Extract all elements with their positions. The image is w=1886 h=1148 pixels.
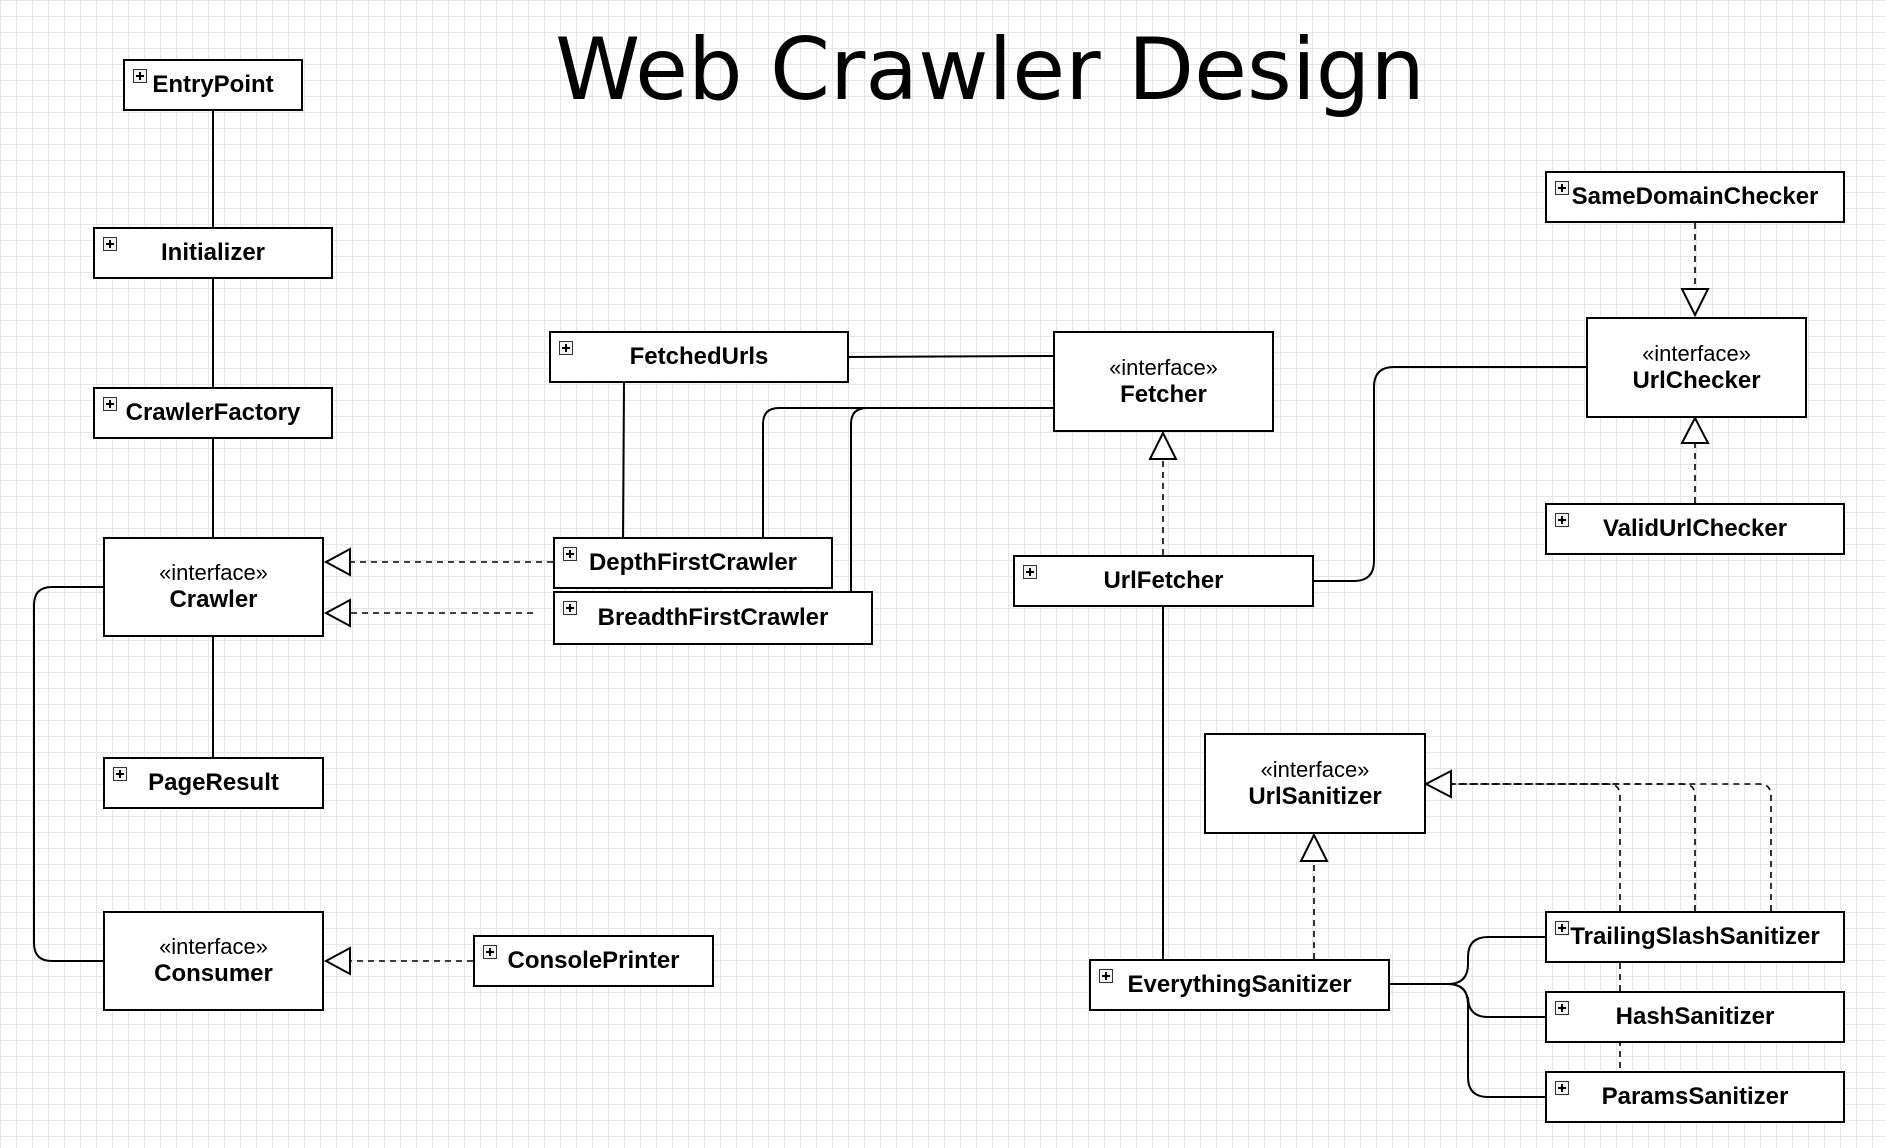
association-everything-params bbox=[1390, 983, 1545, 1098]
arrowhead-realization-urlchecker-top bbox=[1680, 288, 1710, 318]
class-entry-point[interactable]: EntryPoint bbox=[123, 59, 303, 111]
class-trailing-slash-sanitizer[interactable]: TrailingSlashSanitizer bbox=[1545, 911, 1845, 963]
class-name: PageResult bbox=[148, 769, 279, 796]
expand-icon[interactable] bbox=[103, 237, 117, 251]
class-name: ValidUrlChecker bbox=[1602, 515, 1788, 542]
interface-stereotype: «interface» bbox=[1260, 756, 1370, 782]
class-fetched-urls[interactable]: FetchedUrls bbox=[549, 331, 849, 383]
realization-hash-urlsanitizer bbox=[1451, 783, 1696, 911]
class-name: HashSanitizer bbox=[1615, 1003, 1775, 1030]
interface-name: UrlChecker bbox=[1632, 366, 1761, 394]
interface-name: Consumer bbox=[154, 960, 273, 987]
arrowhead-realization-urlchecker-bottom bbox=[1680, 415, 1710, 444]
interface-name: Fetcher bbox=[1120, 380, 1207, 408]
association-crawler-consumer bbox=[33, 586, 103, 962]
class-page-result[interactable]: PageResult bbox=[103, 757, 324, 809]
expand-icon[interactable] bbox=[563, 547, 577, 561]
class-name: SameDomainChecker bbox=[1571, 183, 1819, 210]
interface-url-checker[interactable]: «interface» UrlChecker bbox=[1586, 317, 1807, 418]
expand-icon[interactable] bbox=[1555, 921, 1569, 935]
expand-icon[interactable] bbox=[559, 341, 573, 355]
class-params-sanitizer[interactable]: ParamsSanitizer bbox=[1545, 1071, 1845, 1123]
interface-crawler[interactable]: «interface» Crawler bbox=[103, 537, 324, 637]
expand-icon[interactable] bbox=[113, 767, 127, 781]
class-hash-sanitizer[interactable]: HashSanitizer bbox=[1545, 991, 1845, 1043]
interface-name: UrlSanitizer bbox=[1248, 782, 1382, 810]
class-name: EverythingSanitizer bbox=[1127, 971, 1352, 998]
interface-url-sanitizer[interactable]: «interface» UrlSanitizer bbox=[1204, 733, 1426, 834]
class-name: ConsolePrinter bbox=[507, 947, 680, 974]
association-depthfirst-fetcher bbox=[762, 407, 1053, 537]
expand-icon[interactable] bbox=[1023, 565, 1037, 579]
class-name: TrailingSlashSanitizer bbox=[1570, 923, 1820, 950]
expand-icon[interactable] bbox=[1555, 1001, 1569, 1015]
interface-stereotype: «interface» bbox=[1109, 354, 1218, 380]
association-breadthfirst-fetcher bbox=[850, 407, 1053, 591]
arrowhead-realization-crawler-1 bbox=[323, 547, 351, 577]
class-breadth-first-crawler[interactable]: BreadthFirstCrawler bbox=[553, 591, 873, 645]
expand-icon[interactable] bbox=[1555, 1081, 1569, 1095]
class-name: FetchedUrls bbox=[629, 343, 769, 370]
class-name: ParamsSanitizer bbox=[1601, 1083, 1789, 1110]
class-name: BreadthFirstCrawler bbox=[597, 604, 829, 631]
arrowhead-realization-fetcher bbox=[1148, 430, 1178, 460]
class-same-domain-checker[interactable]: SameDomainChecker bbox=[1545, 171, 1845, 223]
interface-consumer[interactable]: «interface» Consumer bbox=[103, 911, 324, 1011]
class-initializer[interactable]: Initializer bbox=[93, 227, 333, 279]
class-crawler-factory[interactable]: CrawlerFactory bbox=[93, 387, 333, 439]
association-fetchedurls-depthfirst bbox=[622, 382, 625, 538]
realization-params-urlsanitizer bbox=[1451, 783, 1772, 911]
class-valid-url-checker[interactable]: ValidUrlChecker bbox=[1545, 503, 1845, 555]
class-name: UrlFetcher bbox=[1103, 567, 1224, 594]
class-name: Initializer bbox=[160, 239, 266, 266]
class-name: DepthFirstCrawler bbox=[588, 549, 798, 576]
expand-icon[interactable] bbox=[103, 397, 117, 411]
expand-icon[interactable] bbox=[1555, 181, 1569, 195]
association-urlfetcher-urlchecker bbox=[1314, 366, 1586, 582]
association-fetchedurls-fetcher bbox=[848, 355, 1054, 358]
arrowhead-realization-urlsanitizer-bottom bbox=[1299, 832, 1329, 862]
expand-icon[interactable] bbox=[563, 601, 577, 615]
interface-fetcher[interactable]: «interface» Fetcher bbox=[1053, 331, 1274, 432]
class-name: CrawlerFactory bbox=[125, 399, 301, 426]
interface-stereotype: «interface» bbox=[159, 560, 268, 585]
diagram-title: Web Crawler Design bbox=[555, 20, 1425, 120]
arrowhead-realization-consumer bbox=[323, 946, 351, 976]
class-everything-sanitizer[interactable]: EverythingSanitizer bbox=[1089, 959, 1390, 1011]
expand-icon[interactable] bbox=[1099, 969, 1113, 983]
class-console-printer[interactable]: ConsolePrinter bbox=[473, 935, 714, 987]
arrowhead-realization-urlsanitizer-right bbox=[1423, 769, 1452, 799]
class-name: EntryPoint bbox=[152, 71, 274, 98]
interface-stereotype: «interface» bbox=[159, 934, 268, 959]
expand-icon[interactable] bbox=[483, 945, 497, 959]
expand-icon[interactable] bbox=[1555, 513, 1569, 527]
expand-icon[interactable] bbox=[133, 69, 147, 83]
realization-trailingslash-urlsanitizer bbox=[1451, 783, 1621, 911]
arrowhead-realization-crawler-2 bbox=[323, 598, 351, 628]
class-depth-first-crawler[interactable]: DepthFirstCrawler bbox=[553, 537, 833, 589]
class-url-fetcher[interactable]: UrlFetcher bbox=[1013, 555, 1314, 607]
association-everything-trailingslash bbox=[1390, 936, 1545, 985]
interface-name: Crawler bbox=[169, 586, 258, 613]
interface-stereotype: «interface» bbox=[1642, 340, 1751, 366]
